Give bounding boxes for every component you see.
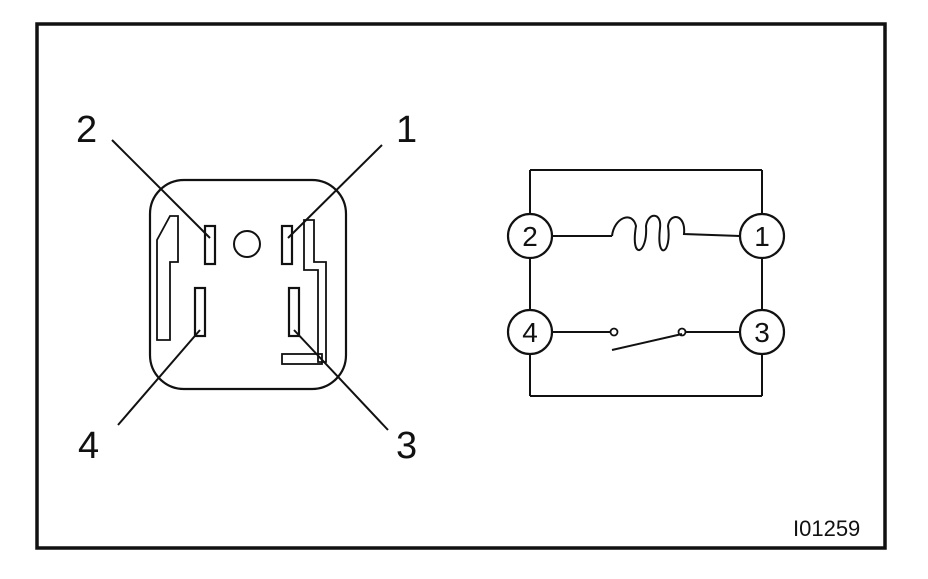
schematic-node-2: 2 xyxy=(506,212,554,260)
leader-line-4 xyxy=(117,329,201,426)
node-label-1: 1 xyxy=(754,221,770,252)
node-label-3: 3 xyxy=(754,317,770,348)
terminal-blade-4 xyxy=(193,286,207,338)
pin-label-2: 2 xyxy=(76,109,97,151)
schematic-node-4: 4 xyxy=(506,308,554,356)
pin-label-3: 3 xyxy=(396,425,417,467)
switch-contact-left xyxy=(609,327,619,337)
leader-line-1 xyxy=(287,144,383,239)
connector-left-rail xyxy=(156,215,179,341)
figure-code: I01259 xyxy=(793,516,860,541)
terminal-blade-2 xyxy=(203,224,217,266)
connector-right-rail xyxy=(303,219,327,363)
leader-line-2 xyxy=(111,139,211,239)
switch-blade xyxy=(611,333,683,351)
pin-label-1: 1 xyxy=(396,109,417,151)
schematic-node-1: 1 xyxy=(738,212,786,260)
pin-label-4: 4 xyxy=(78,425,99,467)
terminal-blade-1 xyxy=(280,224,294,266)
schematic-node-3: 3 xyxy=(738,308,786,356)
relay-schematic: 2 1 4 3 xyxy=(506,169,786,397)
coil-symbol xyxy=(611,214,741,252)
terminal-blade-3 xyxy=(287,286,301,338)
connector-bottom-notch xyxy=(281,353,323,365)
connector-housing xyxy=(148,178,348,391)
connector-view: 2 1 4 3 xyxy=(76,109,417,467)
leader-line-3 xyxy=(293,329,389,431)
connector-key-hole xyxy=(233,230,261,258)
node-label-4: 4 xyxy=(522,317,538,348)
node-label-2: 2 xyxy=(522,221,538,252)
figure-frame xyxy=(35,22,887,550)
